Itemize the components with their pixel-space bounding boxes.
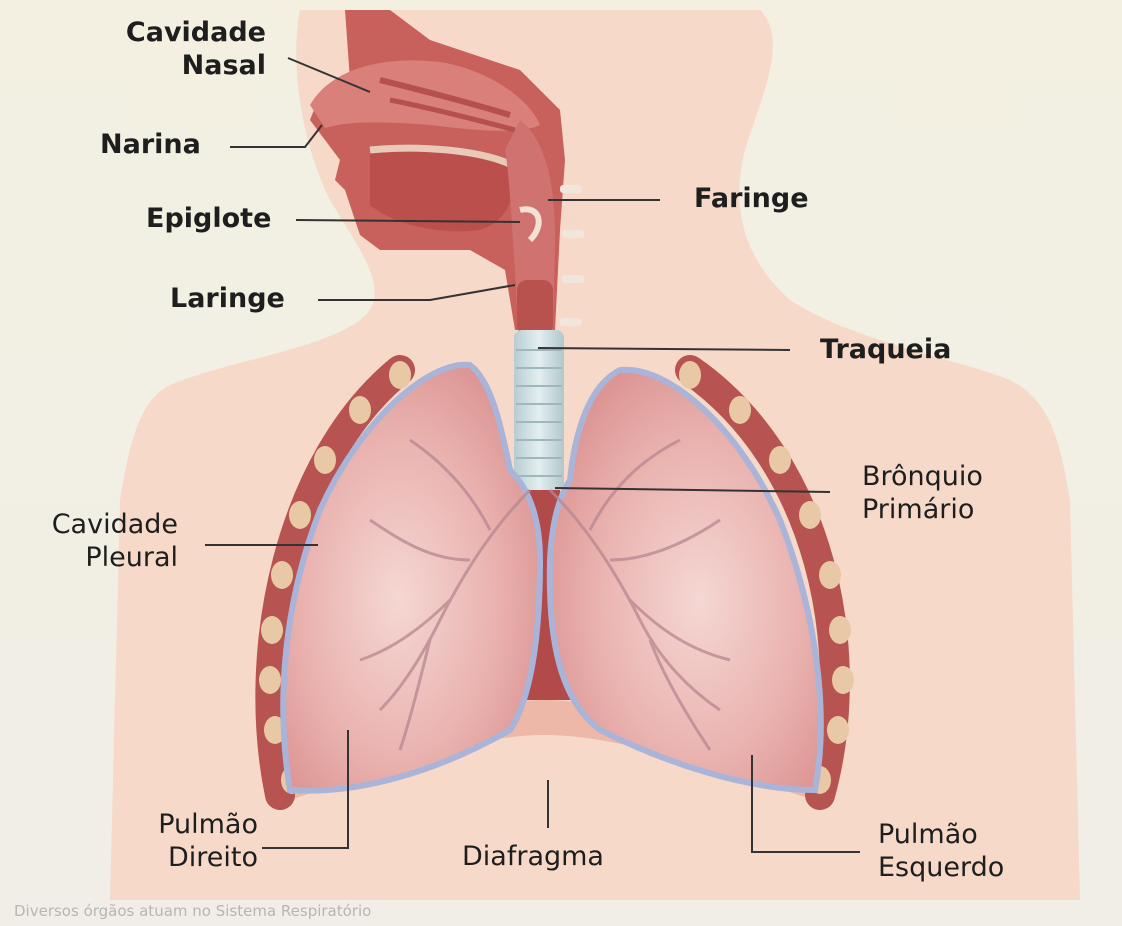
label-pulmao-direito: Pulmão Direito xyxy=(128,808,258,874)
label-bronquio-line1: Brônquio xyxy=(862,460,983,493)
trachea-shape xyxy=(514,330,564,490)
label-pulmao-esquerdo-line1: Pulmão xyxy=(878,818,1004,851)
label-narina: Narina xyxy=(100,128,201,161)
label-epiglote: Epiglote xyxy=(146,202,271,235)
label-cavidade-nasal: Cavidade Nasal xyxy=(100,16,266,82)
label-pulmao-direito-line2: Direito xyxy=(128,841,258,874)
label-pulmao-direito-line1: Pulmão xyxy=(128,808,258,841)
label-diafragma: Diafragma xyxy=(462,840,604,873)
label-pulmao-esquerdo-line2: Esquerdo xyxy=(878,851,1004,884)
label-bronquio-line2: Primário xyxy=(862,493,983,526)
label-traqueia: Traqueia xyxy=(820,333,951,366)
label-pulmao-esquerdo: Pulmão Esquerdo xyxy=(878,818,1004,884)
label-cavidade-nasal-line1: Cavidade xyxy=(100,16,266,49)
caption: Diversos órgãos atuam no Sistema Respira… xyxy=(14,902,371,920)
label-bronquio-primario: Brônquio Primário xyxy=(862,460,983,526)
label-cavidade-pleural: Cavidade Pleural xyxy=(20,508,178,574)
label-laringe: Laringe xyxy=(170,282,285,315)
larynx-shape xyxy=(517,280,553,335)
label-cavidade-pleural-line1: Cavidade xyxy=(20,508,178,541)
label-cavidade-nasal-line2: Nasal xyxy=(100,49,266,82)
label-cavidade-pleural-line2: Pleural xyxy=(20,541,178,574)
label-faringe: Faringe xyxy=(694,182,809,215)
